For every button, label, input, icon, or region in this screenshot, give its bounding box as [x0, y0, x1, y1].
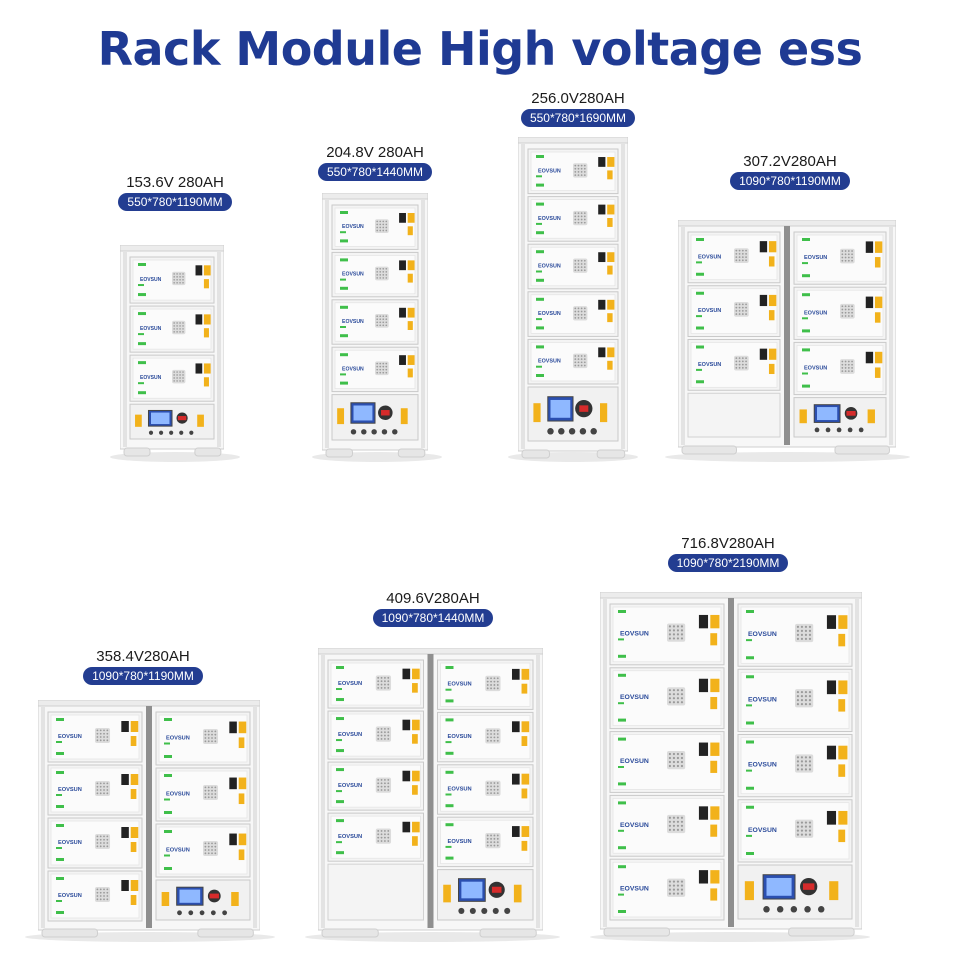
voltage-label: 716.8V280AH	[681, 535, 775, 552]
svg-text:EOVSUN: EOVSUN	[804, 310, 827, 316]
voltage-label: 256.0V280AH	[531, 90, 625, 107]
svg-text:EOVSUN: EOVSUN	[58, 734, 82, 740]
svg-text:EOVSUN: EOVSUN	[698, 362, 721, 368]
svg-text:EOVSUN: EOVSUN	[748, 696, 777, 703]
svg-text:EOVSUN: EOVSUN	[748, 762, 777, 769]
voltage-label: 409.6V280AH	[386, 590, 480, 607]
battery-rack-7: EOVSUN EOVSUN EOVSUN EOVSUN EOVSUN EOVSUN EOVS…	[600, 592, 862, 937]
svg-text:EOVSUN: EOVSUN	[804, 255, 827, 261]
spec-label-6: 409.6V280AH 1090*780*1440MM	[353, 590, 513, 627]
page-title: Rack Module High voltage ess	[97, 22, 863, 76]
spec-label-2: 204.8V 280AH 550*780*1440MM	[295, 144, 455, 181]
spec-label-7: 716.8V280AH 1090*780*2190MM	[648, 535, 808, 572]
dimension-badge: 1090*780*2190MM	[667, 554, 789, 572]
svg-text:EOVSUN: EOVSUN	[448, 839, 472, 845]
svg-text:EOVSUN: EOVSUN	[538, 216, 561, 222]
svg-text:EOVSUN: EOVSUN	[748, 631, 777, 638]
svg-text:EOVSUN: EOVSUN	[342, 224, 364, 230]
dimension-badge: 1090*780*1190MM	[83, 667, 203, 685]
svg-text:EOVSUN: EOVSUN	[448, 682, 472, 688]
svg-text:EOVSUN: EOVSUN	[140, 326, 162, 332]
battery-rack-6: EOVSUN EOVSUN EOVSUN EOVSUN EOVSUN EOVSUN EOVS…	[318, 648, 543, 938]
voltage-label: 307.2V280AH	[743, 153, 837, 170]
spec-label-4: 307.2V280AH 1090*780*1190MM	[710, 153, 870, 190]
svg-text:EOVSUN: EOVSUN	[140, 375, 162, 381]
battery-rack-3: EOVSUN EOVSUN EOVSUN EOVSUN EOVSUN	[518, 137, 628, 459]
svg-text:EOVSUN: EOVSUN	[338, 834, 362, 840]
svg-text:EOVSUN: EOVSUN	[338, 681, 362, 687]
svg-text:EOVSUN: EOVSUN	[538, 359, 561, 365]
svg-text:EOVSUN: EOVSUN	[620, 886, 649, 893]
svg-text:EOVSUN: EOVSUN	[804, 366, 827, 372]
svg-text:EOVSUN: EOVSUN	[338, 732, 362, 738]
svg-text:EOVSUN: EOVSUN	[342, 272, 364, 278]
svg-text:EOVSUN: EOVSUN	[538, 311, 561, 317]
spec-label-3: 256.0V280AH 550*780*1690MM	[498, 90, 658, 127]
svg-text:EOVSUN: EOVSUN	[58, 893, 82, 899]
voltage-label: 153.6V 280AH	[126, 174, 224, 191]
svg-text:EOVSUN: EOVSUN	[698, 254, 721, 260]
voltage-label: 358.4V280AH	[96, 648, 190, 665]
voltage-label: 204.8V 280AH	[326, 144, 424, 161]
svg-text:EOVSUN: EOVSUN	[620, 822, 649, 829]
dimension-badge: 1090*780*1440MM	[372, 609, 494, 627]
dimension-badge: 550*780*1440MM	[317, 163, 433, 181]
svg-text:EOVSUN: EOVSUN	[538, 264, 561, 270]
svg-text:EOVSUN: EOVSUN	[538, 168, 561, 174]
svg-text:EOVSUN: EOVSUN	[342, 319, 364, 325]
dimension-badge: 550*780*1690MM	[520, 109, 636, 127]
svg-text:EOVSUN: EOVSUN	[140, 277, 162, 283]
battery-rack-5: EOVSUN EOVSUN EOVSUN EOVSUN EOVSUN EOVSUN EOVS…	[38, 700, 260, 938]
svg-text:EOVSUN: EOVSUN	[620, 630, 649, 637]
svg-text:EOVSUN: EOVSUN	[748, 827, 777, 834]
dimension-badge: 1090*780*1190MM	[730, 172, 850, 190]
spec-label-5: 358.4V280AH 1090*780*1190MM	[63, 648, 223, 685]
svg-text:EOVSUN: EOVSUN	[342, 366, 364, 372]
svg-text:EOVSUN: EOVSUN	[698, 308, 721, 314]
spec-label-1: 153.6V 280AH 550*780*1190MM	[95, 174, 255, 211]
svg-text:EOVSUN: EOVSUN	[620, 694, 649, 701]
svg-text:EOVSUN: EOVSUN	[448, 734, 472, 740]
battery-rack-1: EOVSUN EOVSUN EOVSUN	[120, 245, 224, 457]
svg-text:EOVSUN: EOVSUN	[58, 840, 82, 846]
svg-text:EOVSUN: EOVSUN	[166, 736, 190, 742]
battery-rack-4: EOVSUN EOVSUN EOVSUN EOVSUN EOVSUN EOVSUN	[678, 220, 896, 455]
svg-text:EOVSUN: EOVSUN	[58, 787, 82, 793]
svg-text:EOVSUN: EOVSUN	[620, 758, 649, 765]
svg-text:EOVSUN: EOVSUN	[166, 792, 190, 798]
svg-text:EOVSUN: EOVSUN	[448, 787, 472, 793]
dimension-badge: 550*780*1190MM	[118, 193, 232, 211]
svg-text:EOVSUN: EOVSUN	[338, 783, 362, 789]
svg-text:EOVSUN: EOVSUN	[166, 848, 190, 854]
battery-rack-2: EOVSUN EOVSUN EOVSUN EOVSUN	[322, 193, 428, 458]
